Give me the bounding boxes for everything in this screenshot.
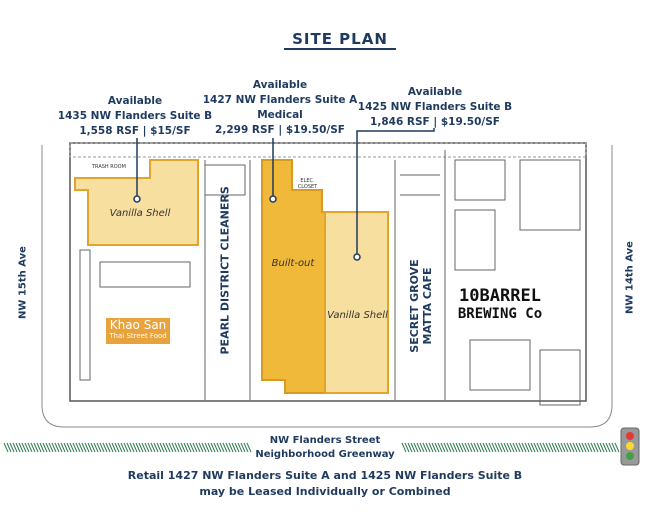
sidewalk — [69, 142, 587, 158]
callout-details: 1,846 RSF | $19.50/SF — [370, 116, 500, 128]
callout-1425-suite-b: Available 1425 NW Flanders Suite B 1,846… — [355, 85, 515, 130]
10-barrel-logo: 10BARREL BREWING Co — [450, 287, 550, 323]
title-underline — [284, 48, 396, 50]
traffic-light-icon — [620, 427, 640, 466]
street-name: NW Flanders Street — [269, 435, 381, 446]
trash-room-label: TRASH ROOM — [92, 164, 126, 170]
street-nw-15th-ave: NW 15th Ave — [17, 246, 29, 319]
suite-1427-label: Built-out — [271, 258, 315, 269]
khao-san-logo: Khao San Thai Street Food — [106, 318, 170, 344]
callout-status: Available — [107, 95, 163, 107]
secret-grove-cafe-label: SECRET GROVE MATTA CAFE — [408, 259, 434, 353]
suite-1425-label: Vanilla Shell — [327, 310, 388, 321]
khao-san-name: Khao San — [109, 318, 167, 332]
street-subtitle: Neighborhood Greenway — [255, 449, 395, 460]
page-title: SITE PLAN — [292, 30, 388, 48]
callout-status: Available — [407, 86, 463, 98]
barrel-line1: 10BARREL — [459, 286, 541, 306]
leasing-note: Retail 1427 NW Flanders Suite A and 1425… — [0, 468, 650, 500]
greenway-hatch — [3, 442, 620, 453]
street-nw-14th-ave: NW 14th Ave — [624, 241, 636, 314]
leasing-note-line2: may be Leased Individually or Combined — [199, 485, 451, 498]
callout-use: Medical — [257, 109, 303, 121]
callout-address: 1427 NW Flanders Suite A — [202, 94, 358, 106]
site-boundary — [41, 145, 613, 428]
callout-address: 1435 NW Flanders Suite B — [57, 110, 213, 122]
callout-1427-suite-a: Available 1427 NW Flanders Suite A Medic… — [190, 78, 370, 138]
suite-1435-label: Vanilla Shell — [109, 208, 171, 219]
callout-address: 1425 NW Flanders Suite B — [357, 101, 513, 113]
leasing-note-line1: Retail 1427 NW Flanders Suite A and 1425… — [127, 469, 523, 482]
barrel-line2: BREWING Co — [457, 306, 543, 322]
callout-status: Available — [252, 79, 308, 91]
suite-1427-a-area — [261, 159, 326, 394]
elec-closet-label: ELEC. CLOSET — [297, 178, 318, 190]
street-nw-flanders: NW Flanders Street Neighborhood Greenway — [250, 434, 400, 462]
callout-details: 2,299 RSF | $19.50/SF — [215, 124, 345, 136]
callout-1435-suite-b: Available 1435 NW Flanders Suite B 1,558… — [50, 94, 220, 139]
pearl-district-cleaners-label: PEARL DISTRICT CLEANERS — [218, 186, 232, 355]
khao-san-tagline: Thai Street Food — [109, 332, 167, 340]
callout-details: 1,558 RSF | $15/SF — [79, 125, 191, 137]
